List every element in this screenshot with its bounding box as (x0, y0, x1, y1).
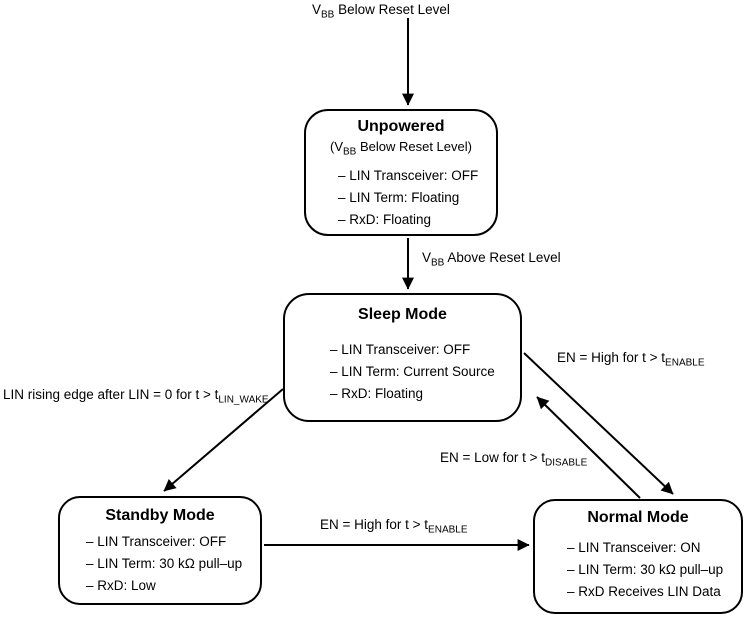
state-properties-list: – LIN Transceiver: OFF – LIN Term: Curre… (285, 339, 520, 405)
label-en-low-normal-to-sleep: EN = Low for t > tDISABLE (440, 450, 588, 469)
label-subscript: BB (321, 9, 335, 21)
label-text: EN = Low for t > t (440, 450, 546, 465)
state-property: – LIN Transceiver: OFF (86, 534, 227, 549)
label-subscript: ENABLE (428, 524, 468, 536)
state-properties-list: – LIN Transceiver: OFF – LIN Term: 30 kΩ… (60, 531, 260, 597)
label-subscript: BB (431, 257, 445, 269)
label-vbb-below-reset: VBB Below Reset Level (312, 2, 450, 21)
state-property: – LIN Transceiver: OFF (338, 168, 479, 183)
state-property: – LIN Transceiver: ON (567, 540, 701, 555)
label-vbb-above-reset: VBB Above Reset Level (422, 250, 561, 269)
state-box-standby-mode: Standby Mode – LIN Transceiver: OFF – LI… (58, 496, 262, 605)
label-text: Below Reset Level (334, 2, 450, 17)
label-en-high-standby-to-normal: EN = High for t > tENABLE (320, 517, 468, 536)
state-property: – LIN Term: 30 kΩ pull–up (567, 562, 724, 577)
state-box-sleep-mode: Sleep Mode – LIN Transceiver: OFF – LIN … (283, 293, 522, 422)
state-title: Normal Mode (587, 509, 689, 526)
label-text: Above Reset Level (444, 250, 561, 265)
label-en-high-sleep-to-normal: EN = High for t > tENABLE (557, 350, 705, 369)
state-property: – RxD: Floating (338, 212, 432, 227)
state-property: – LIN Term: Floating (338, 190, 460, 205)
label-subscript: ENABLE (665, 357, 705, 369)
state-title: Standby Mode (105, 507, 215, 524)
label-subscript: DISABLE (545, 457, 588, 469)
arrow-sleep-to-standby (163, 388, 284, 492)
label-subscript: LIN_WAKE (218, 394, 269, 406)
state-title: Unpowered (357, 118, 445, 135)
subtitle-subscript: BB (343, 146, 357, 158)
state-property: – LIN Term: 30 kΩ pull–up (86, 556, 243, 571)
state-box-unpowered: Unpowered (VBB Below Reset Level) – LIN … (304, 109, 498, 236)
state-box-normal-mode: Normal Mode – LIN Transceiver: ON – LIN … (533, 499, 743, 614)
label-text: EN = High for t > t (320, 517, 429, 532)
subtitle-text: Below Reset Level) (356, 139, 472, 154)
label-lin-wake: LIN rising edge after LIN = 0 for t > tL… (3, 387, 269, 406)
state-property: – LIN Term: Current Source (330, 364, 495, 379)
arrow-normal-to-sleep (536, 396, 641, 499)
state-property: – RxD Receives LIN Data (567, 584, 721, 599)
state-property: – LIN Transceiver: OFF (330, 342, 471, 357)
state-property: – RxD: Floating (330, 386, 424, 401)
arrow-sleep-to-normal (523, 352, 674, 495)
state-properties-list: – LIN Transceiver: OFF – LIN Term: Float… (306, 165, 496, 231)
subtitle-text: (V (330, 139, 344, 154)
label-text: EN = High for t > t (557, 350, 666, 365)
label-text: V (312, 2, 322, 17)
label-text: V (422, 250, 432, 265)
label-text: LIN rising edge after LIN = 0 for t > t (3, 387, 219, 402)
state-properties-list: – LIN Transceiver: ON – LIN Term: 30 kΩ … (535, 537, 741, 603)
state-subtitle: (VBB Below Reset Level) (306, 139, 496, 158)
state-title: Sleep Mode (358, 306, 447, 323)
state-property: – RxD: Low (86, 578, 156, 593)
